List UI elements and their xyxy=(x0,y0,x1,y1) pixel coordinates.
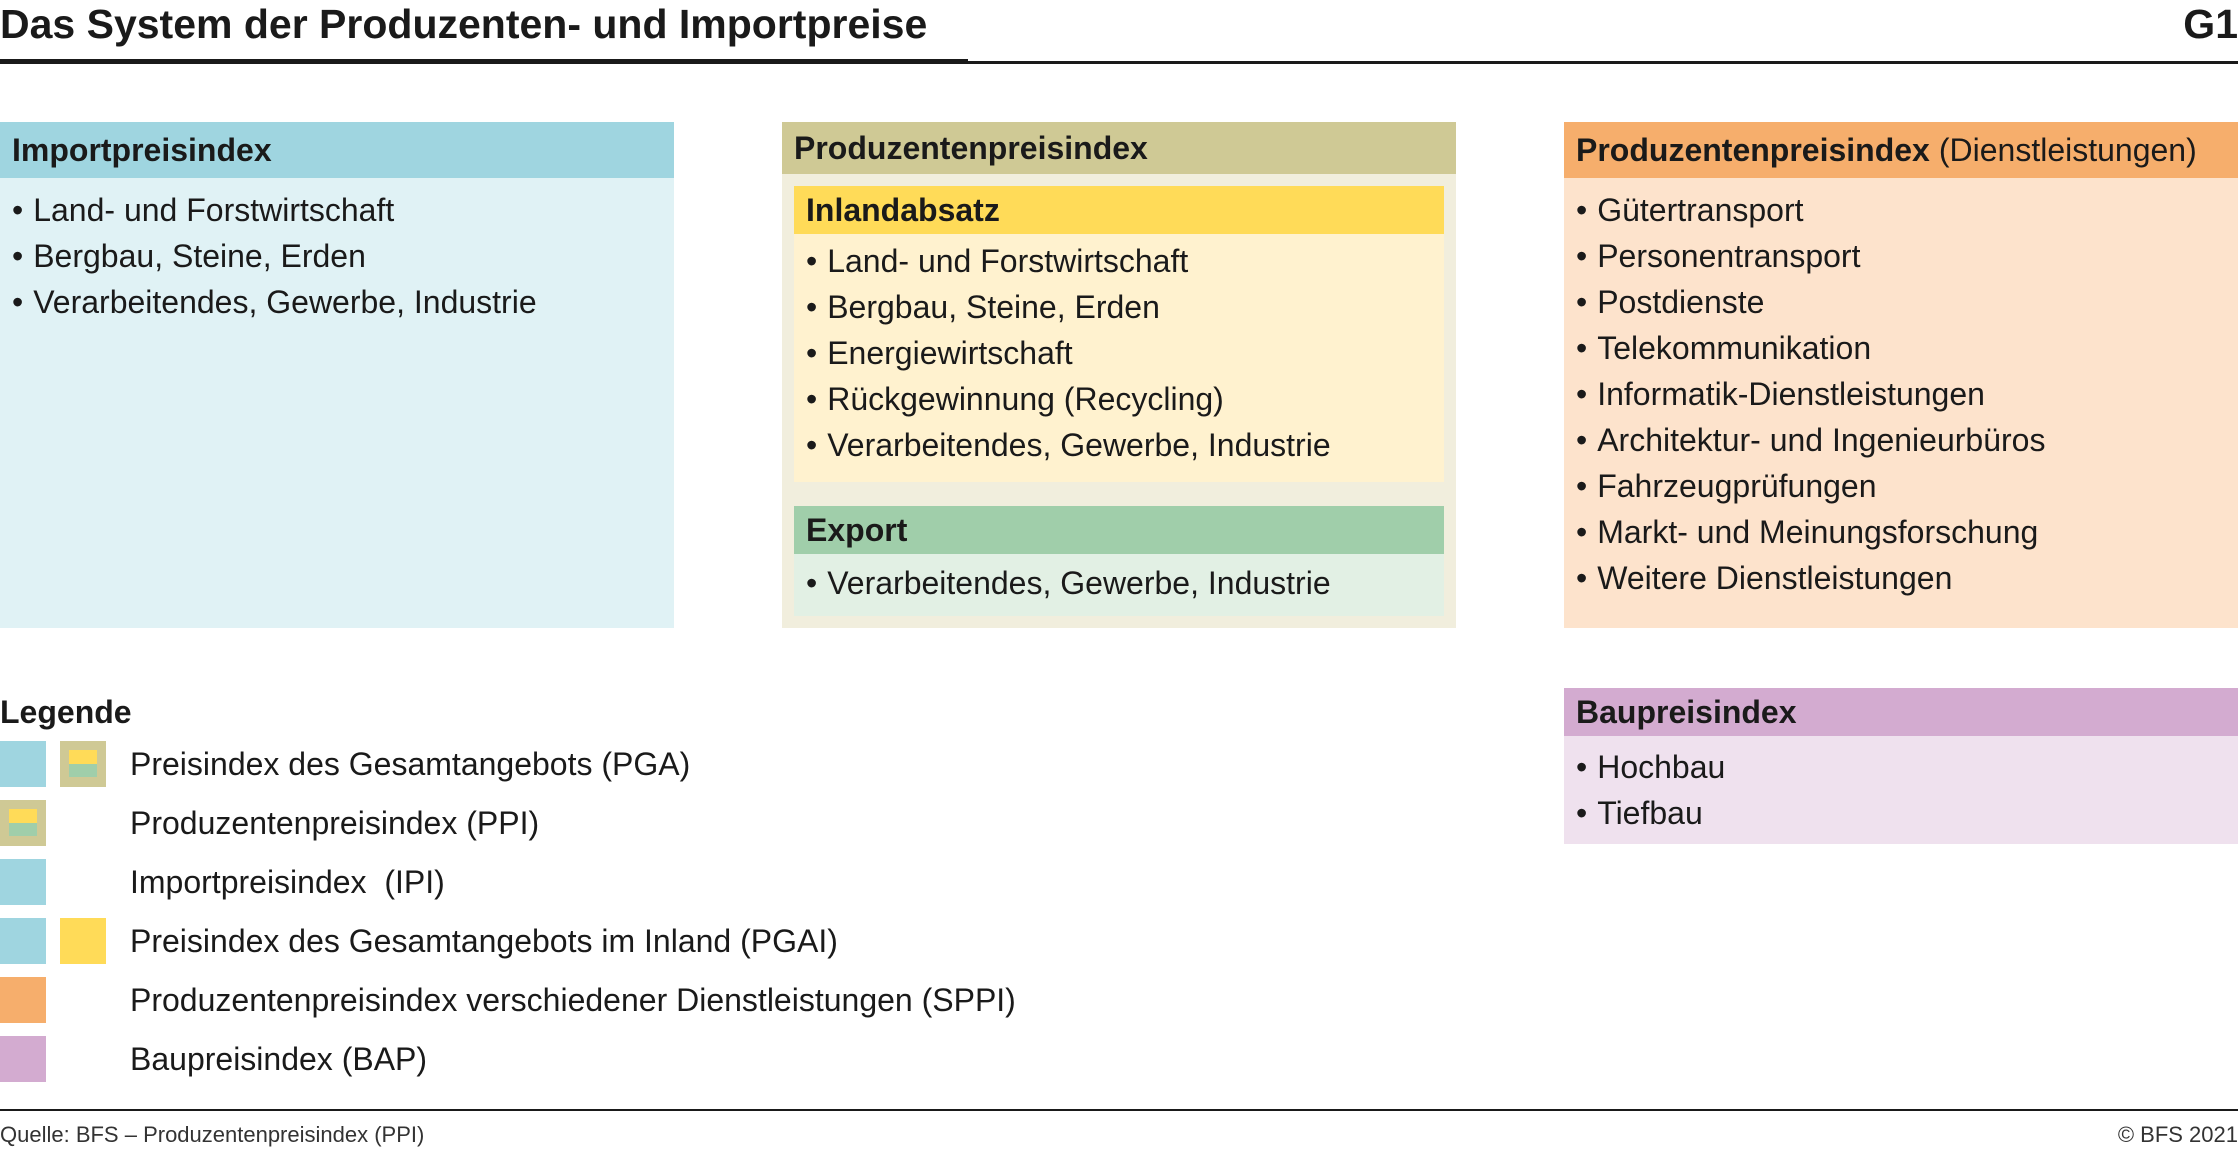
legend-swatch-services xyxy=(0,977,46,1023)
export-header: Export xyxy=(794,506,1444,554)
import-box-body: Land- und Forstwirtschaft Bergbau, Stein… xyxy=(0,178,674,628)
list-item: Land- und Forstwirtschaft xyxy=(12,187,674,233)
inland-body: Land- und Forstwirtschaft Bergbau, Stein… xyxy=(794,234,1444,482)
legend-swatch-inland xyxy=(60,918,106,964)
list-item: Telekommunikation xyxy=(1576,325,2238,371)
legend-label-pga: Preisindex des Gesamtangebots (PGA) xyxy=(130,746,691,782)
list-item: Personentransport xyxy=(1576,233,2238,279)
legend-title: Legende xyxy=(0,694,132,730)
list-item: Tiefbau xyxy=(1576,790,2238,836)
footer-divider xyxy=(0,1109,2238,1111)
list-item: Bergbau, Steine, Erden xyxy=(806,284,1444,330)
list-item: Weitere Dienstleistungen xyxy=(1576,555,2238,601)
bap-item-list: Hochbau Tiefbau xyxy=(1576,744,2238,836)
bap-box-header: Baupreisindex xyxy=(1564,688,2238,736)
ppi-box-header: Produzentenpreisindex xyxy=(782,122,1456,174)
legend-swatch-import xyxy=(0,741,46,787)
legend-swatch-producer xyxy=(0,800,46,846)
legend-swatch-import xyxy=(0,918,46,964)
import-box-title: Importpreisindex xyxy=(12,131,272,168)
legend-label-ipi: Importpreisindex (IPI) xyxy=(130,864,445,900)
list-item: Verarbeitendes, Gewerbe, Industrie xyxy=(806,422,1444,468)
legend-swatch-construction xyxy=(0,1036,46,1082)
import-box-header: Importpreisindex xyxy=(0,122,674,178)
figure-number: G1 xyxy=(2183,1,2238,47)
list-item: Architektur- und Ingenieurbüros xyxy=(1576,417,2238,463)
source-note: Quelle: BFS – Produzentenpreisindex (PPI… xyxy=(0,1122,425,1147)
list-item: Verarbeitendes, Gewerbe, Industrie xyxy=(806,560,1444,606)
legend-swatch-producer xyxy=(60,741,106,787)
services-box-body: Gütertransport Personentransport Postdie… xyxy=(1564,178,2238,628)
import-item-list: Land- und Forstwirtschaft Bergbau, Stein… xyxy=(12,187,674,325)
legend-label-bap: Baupreisindex (BAP) xyxy=(130,1041,428,1077)
export-title: Export xyxy=(806,511,908,548)
title-divider xyxy=(0,61,2238,64)
list-item: Fahrzeugprüfungen xyxy=(1576,463,2238,509)
inland-title: Inlandabsatz xyxy=(806,191,1000,228)
ppi-box-title: Produzentenpreisindex xyxy=(794,129,1148,166)
list-item: Markt- und Meinungsforschung xyxy=(1576,509,2238,555)
bap-box-title: Baupreisindex xyxy=(1576,693,1797,730)
legend-label-pgai: Preisindex des Gesamtangebots im Inland … xyxy=(130,923,838,959)
legend-label-ppi: Produzentenpreisindex (PPI) xyxy=(130,805,540,841)
export-body: Verarbeitendes, Gewerbe, Industrie xyxy=(794,554,1444,616)
services-box-title-suffix: (Dienstleistungen) xyxy=(1938,131,2197,168)
inland-header: Inlandabsatz xyxy=(794,186,1444,234)
list-item: Energiewirtschaft xyxy=(806,330,1444,376)
title-divider-accent xyxy=(0,59,968,64)
services-box-header: Produzentenpreisindex (Dienstleistungen) xyxy=(1564,122,2238,178)
export-item-list: Verarbeitendes, Gewerbe, Industrie xyxy=(806,560,1444,606)
services-item-list: Gütertransport Personentransport Postdie… xyxy=(1576,187,2238,601)
list-item: Hochbau xyxy=(1576,744,2238,790)
legend-label-sppi: Produzentenpreisindex verschiedener Dien… xyxy=(130,982,1016,1018)
inland-item-list: Land- und Forstwirtschaft Bergbau, Stein… xyxy=(806,238,1444,468)
list-item: Land- und Forstwirtschaft xyxy=(806,238,1444,284)
list-item: Informatik-Dienstleistungen xyxy=(1576,371,2238,417)
list-item: Verarbeitendes, Gewerbe, Industrie xyxy=(12,279,674,325)
list-item: Bergbau, Steine, Erden xyxy=(12,233,674,279)
list-item: Gütertransport xyxy=(1576,187,2238,233)
figure-title: Das System der Produzenten- und Importpr… xyxy=(0,1,928,47)
services-box-title: Produzentenpreisindex xyxy=(1576,131,1930,168)
copyright-note: © BFS 2021 xyxy=(2117,1122,2238,1147)
bap-box-body: Hochbau Tiefbau xyxy=(1564,736,2238,844)
list-item: Postdienste xyxy=(1576,279,2238,325)
legend-swatch-import xyxy=(0,859,46,905)
list-item: Rückgewinnung (Recycling) xyxy=(806,376,1444,422)
